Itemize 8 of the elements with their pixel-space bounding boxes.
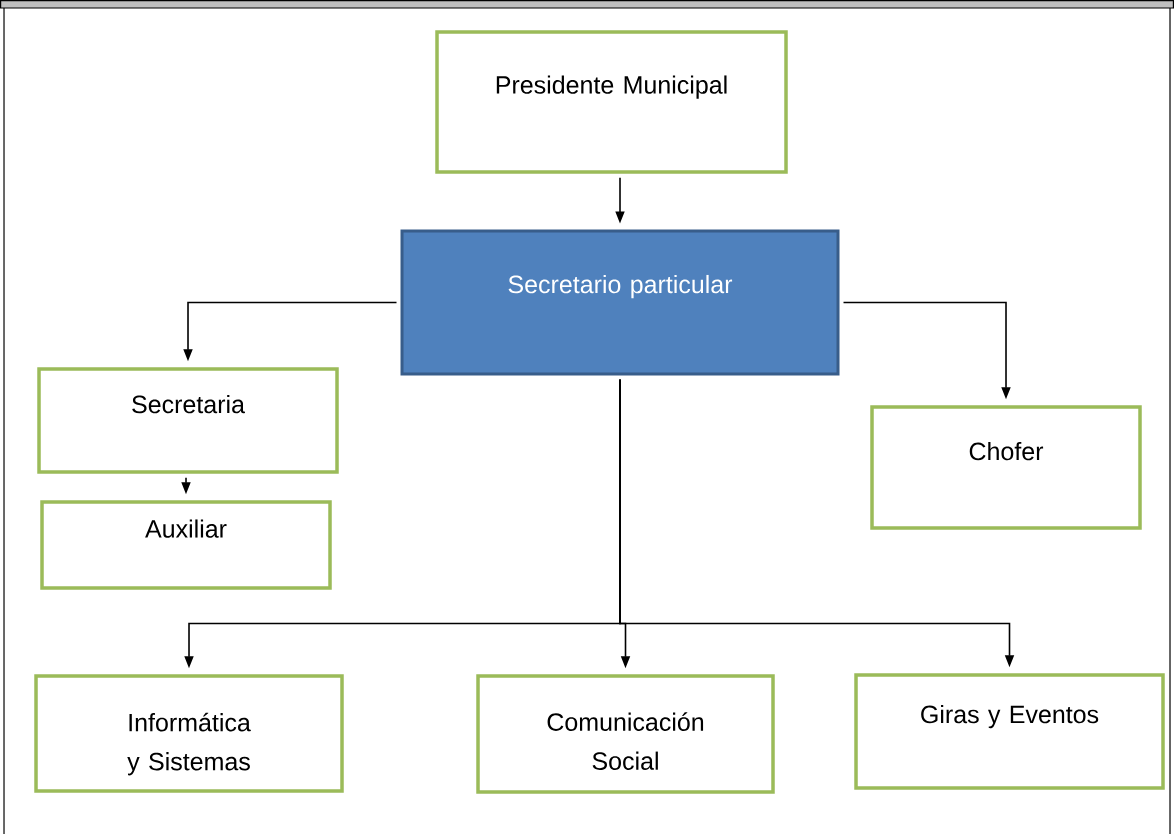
highlighted-box: Secretario particular — [400, 229, 840, 376]
org-box: Secretaria — [37, 367, 339, 474]
org-box: Chofer — [870, 405, 1142, 530]
org-box: Informática y Sistemas — [34, 674, 344, 793]
org-box: Comunicación Social — [476, 674, 775, 794]
org-box: Giras y Eventos — [854, 673, 1165, 790]
org-box: Auxiliar — [40, 500, 332, 590]
org-box: Presidente Municipal — [435, 30, 788, 174]
